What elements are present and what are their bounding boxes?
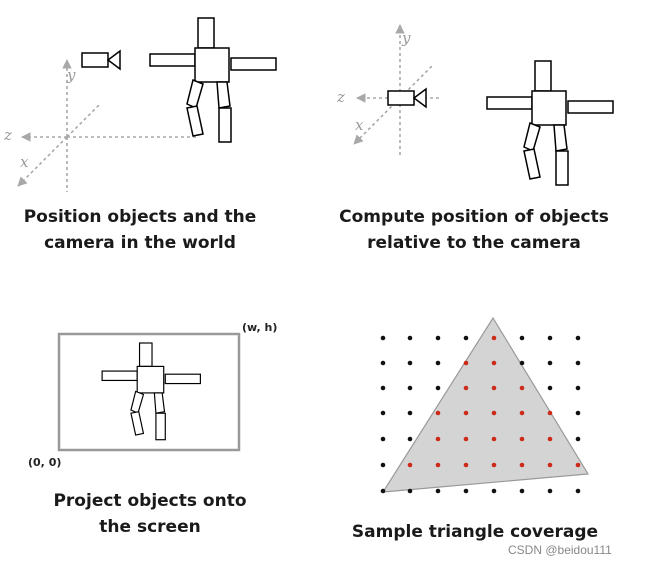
sample-dot — [519, 360, 525, 366]
z-axis-label-2: z — [336, 88, 345, 106]
z-axis-label: z — [3, 126, 12, 144]
sample-dot — [380, 436, 386, 442]
caption-world: Position objects and the camera in the w… — [0, 204, 280, 256]
sample-dot-covered — [519, 410, 525, 416]
sample-dot-covered — [463, 385, 469, 391]
sample-dot — [575, 488, 581, 494]
sample-dot-covered — [463, 410, 469, 416]
robot-figure — [149, 17, 277, 143]
caption-project-line-2: the screen — [99, 517, 201, 537]
sample-dot — [547, 360, 553, 366]
sample-dot — [547, 335, 553, 341]
sample-dot-covered — [435, 410, 441, 416]
sample-dot-covered — [491, 436, 497, 442]
sample-dot-covered — [491, 335, 497, 341]
sample-dot — [575, 360, 581, 366]
sample-dot-covered — [435, 462, 441, 468]
sample-dot — [575, 436, 581, 442]
sample-dot — [380, 335, 386, 341]
sample-dot-covered — [407, 462, 413, 468]
world-axes — [17, 59, 196, 192]
caption-world-line-1: Position objects and the — [23, 207, 257, 227]
sample-dot — [435, 385, 441, 391]
sample-dot — [380, 385, 386, 391]
sample-dot-covered — [519, 436, 525, 442]
camera-icon — [81, 50, 121, 70]
sample-dot-covered — [547, 436, 553, 442]
sample-dot — [435, 360, 441, 366]
sample-dot-covered — [547, 462, 553, 468]
robot-figure-2 — [486, 60, 614, 186]
sample-dot-covered — [491, 410, 497, 416]
sample-dot — [463, 335, 469, 341]
caption-camera-line-2: relative to the camera — [367, 233, 581, 253]
sample-dot — [435, 335, 441, 341]
caption-sample: Sample triangle coverage — [340, 519, 610, 545]
sample-dot — [519, 488, 525, 494]
sample-dot — [407, 385, 413, 391]
sample-dot-covered — [519, 385, 525, 391]
sample-dot — [547, 488, 553, 494]
triangle — [381, 316, 590, 493]
sample-dot-covered — [463, 462, 469, 468]
x-axis-label: x — [20, 153, 29, 171]
sample-dot — [463, 488, 469, 494]
x-axis-label-2: x — [355, 116, 364, 134]
sample-dot-covered — [519, 462, 525, 468]
sample-dot-covered — [463, 436, 469, 442]
sample-dot — [407, 410, 413, 416]
sample-dot — [407, 488, 413, 494]
sample-dot-covered — [435, 436, 441, 442]
sample-grid — [380, 335, 581, 494]
sample-dot — [380, 360, 386, 366]
sample-dot — [575, 410, 581, 416]
screen-corner-top-right: (w, h) — [242, 321, 277, 334]
sample-dot-covered — [463, 360, 469, 366]
sample-dot-covered — [491, 462, 497, 468]
caption-camera: Compute position of objects relative to … — [325, 204, 623, 256]
camera-icon-2 — [387, 88, 427, 108]
sample-dot — [575, 385, 581, 391]
sample-dot — [575, 335, 581, 341]
caption-project-line-1: Project objects onto — [53, 491, 247, 511]
sample-dot — [547, 385, 553, 391]
sample-dot — [380, 488, 386, 494]
sample-dot — [380, 462, 386, 468]
sample-dot — [519, 335, 525, 341]
y-axis-label: y — [66, 66, 76, 84]
caption-camera-line-1: Compute position of objects — [339, 207, 609, 227]
screen-corner-bottom-left: (0, 0) — [28, 456, 61, 469]
watermark: CSDN @beidou111 — [508, 543, 612, 557]
sample-dot — [407, 436, 413, 442]
sample-dot — [491, 488, 497, 494]
sample-dot — [435, 488, 441, 494]
sample-dot-covered — [491, 385, 497, 391]
sample-dot — [407, 360, 413, 366]
sample-dot — [380, 410, 386, 416]
sample-dot-covered — [575, 462, 581, 468]
sample-dot-covered — [547, 410, 553, 416]
sample-dot-covered — [491, 360, 497, 366]
sample-dot — [407, 335, 413, 341]
caption-world-line-2: camera in the world — [44, 233, 236, 253]
caption-sample-line-1: Sample triangle coverage — [351, 522, 599, 542]
y-axis-label-2: y — [401, 29, 411, 47]
caption-project: Project objects onto the screen — [10, 488, 290, 540]
